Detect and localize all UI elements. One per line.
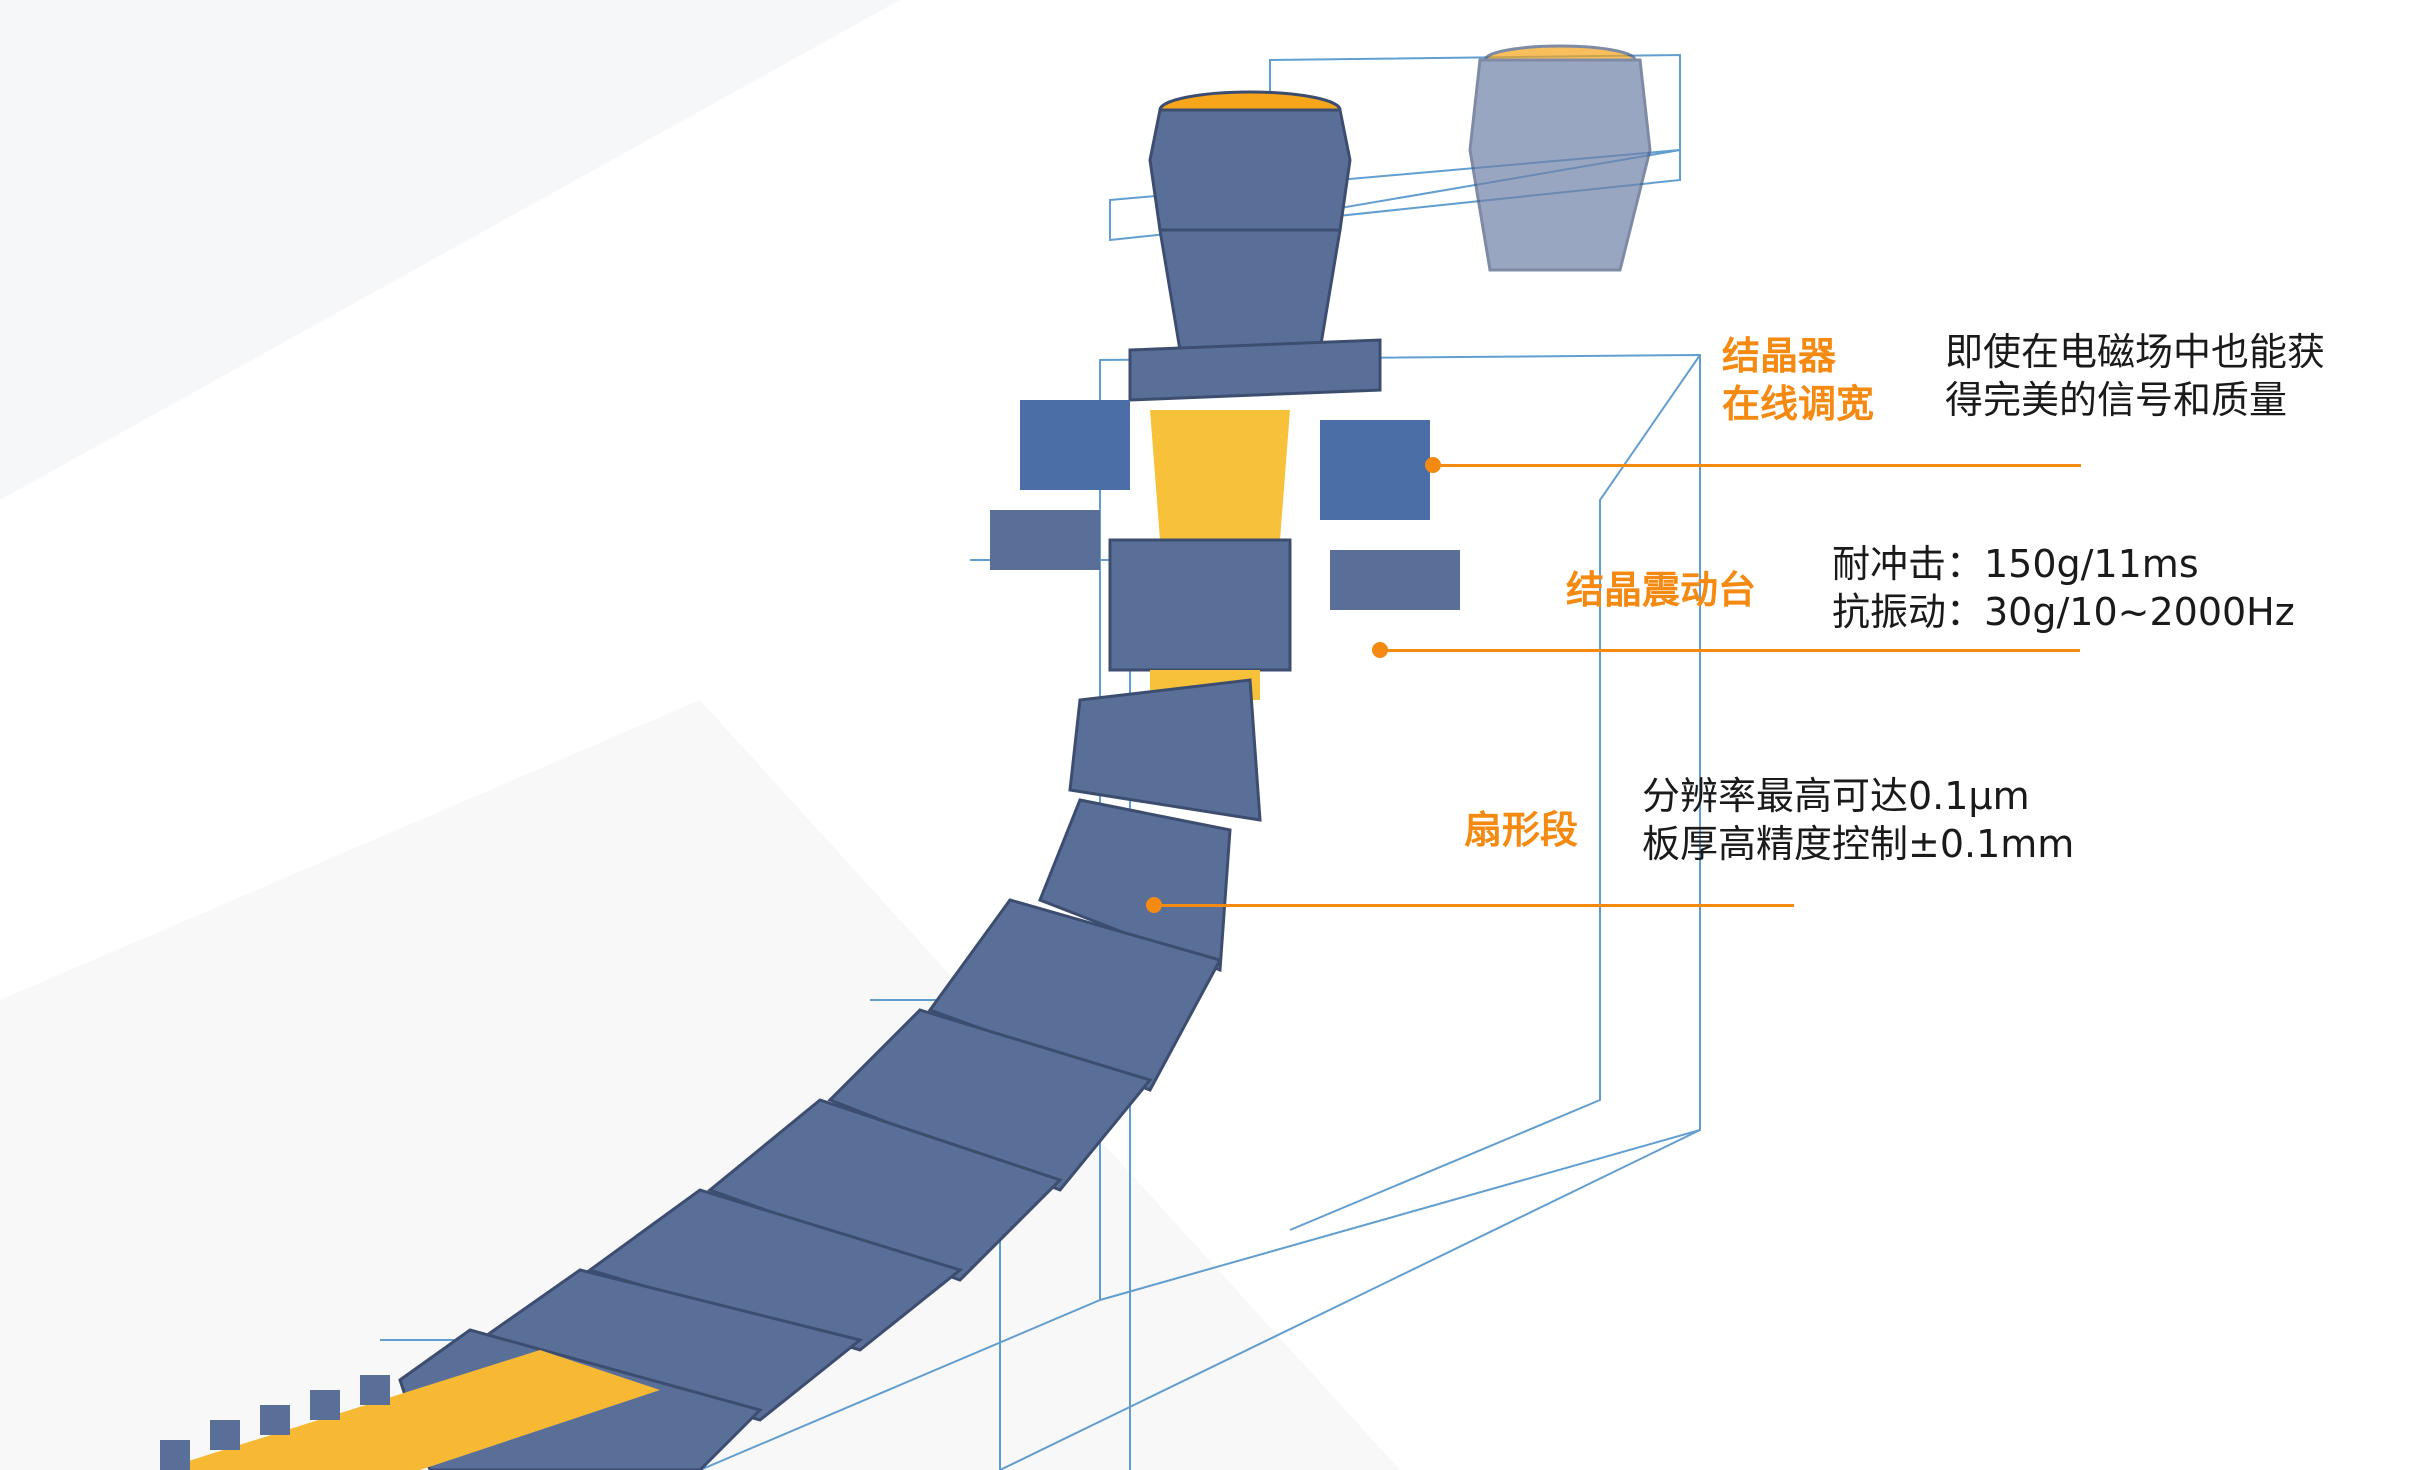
ladle-right-icon xyxy=(1468,44,1652,272)
ladle-left-icon xyxy=(1128,90,1382,402)
roller-row-icon xyxy=(160,1375,390,1470)
desc-segment: 分辨率最高可达0.1μm 板厚高精度控制±0.1mm xyxy=(1642,774,2075,866)
desc-mould-width-adjust: 即使在电磁场中也能获 得完美的信号和质量 xyxy=(1945,330,2326,422)
desc-mould-oscillator: 耐冲击：150g/11ms 抗振动：30g/10~2000Hz xyxy=(1832,542,2295,634)
label-segment: 扇形段 xyxy=(1464,808,1579,852)
leader-line-oscillator xyxy=(1380,649,2080,652)
marker-dot-oscillator xyxy=(1372,642,1388,658)
marker-dot-mould xyxy=(1425,457,1441,473)
label-mould-width-adjust: 结晶器 在线调宽 xyxy=(1722,334,1875,426)
leader-line-mould xyxy=(1433,464,2081,467)
marker-dot-segment xyxy=(1146,897,1162,913)
label-mould-oscillator: 结晶震动台 xyxy=(1566,568,1757,612)
leader-line-segment xyxy=(1154,904,1794,907)
mould-icon xyxy=(990,400,1460,822)
slab-icon xyxy=(160,1350,660,1470)
